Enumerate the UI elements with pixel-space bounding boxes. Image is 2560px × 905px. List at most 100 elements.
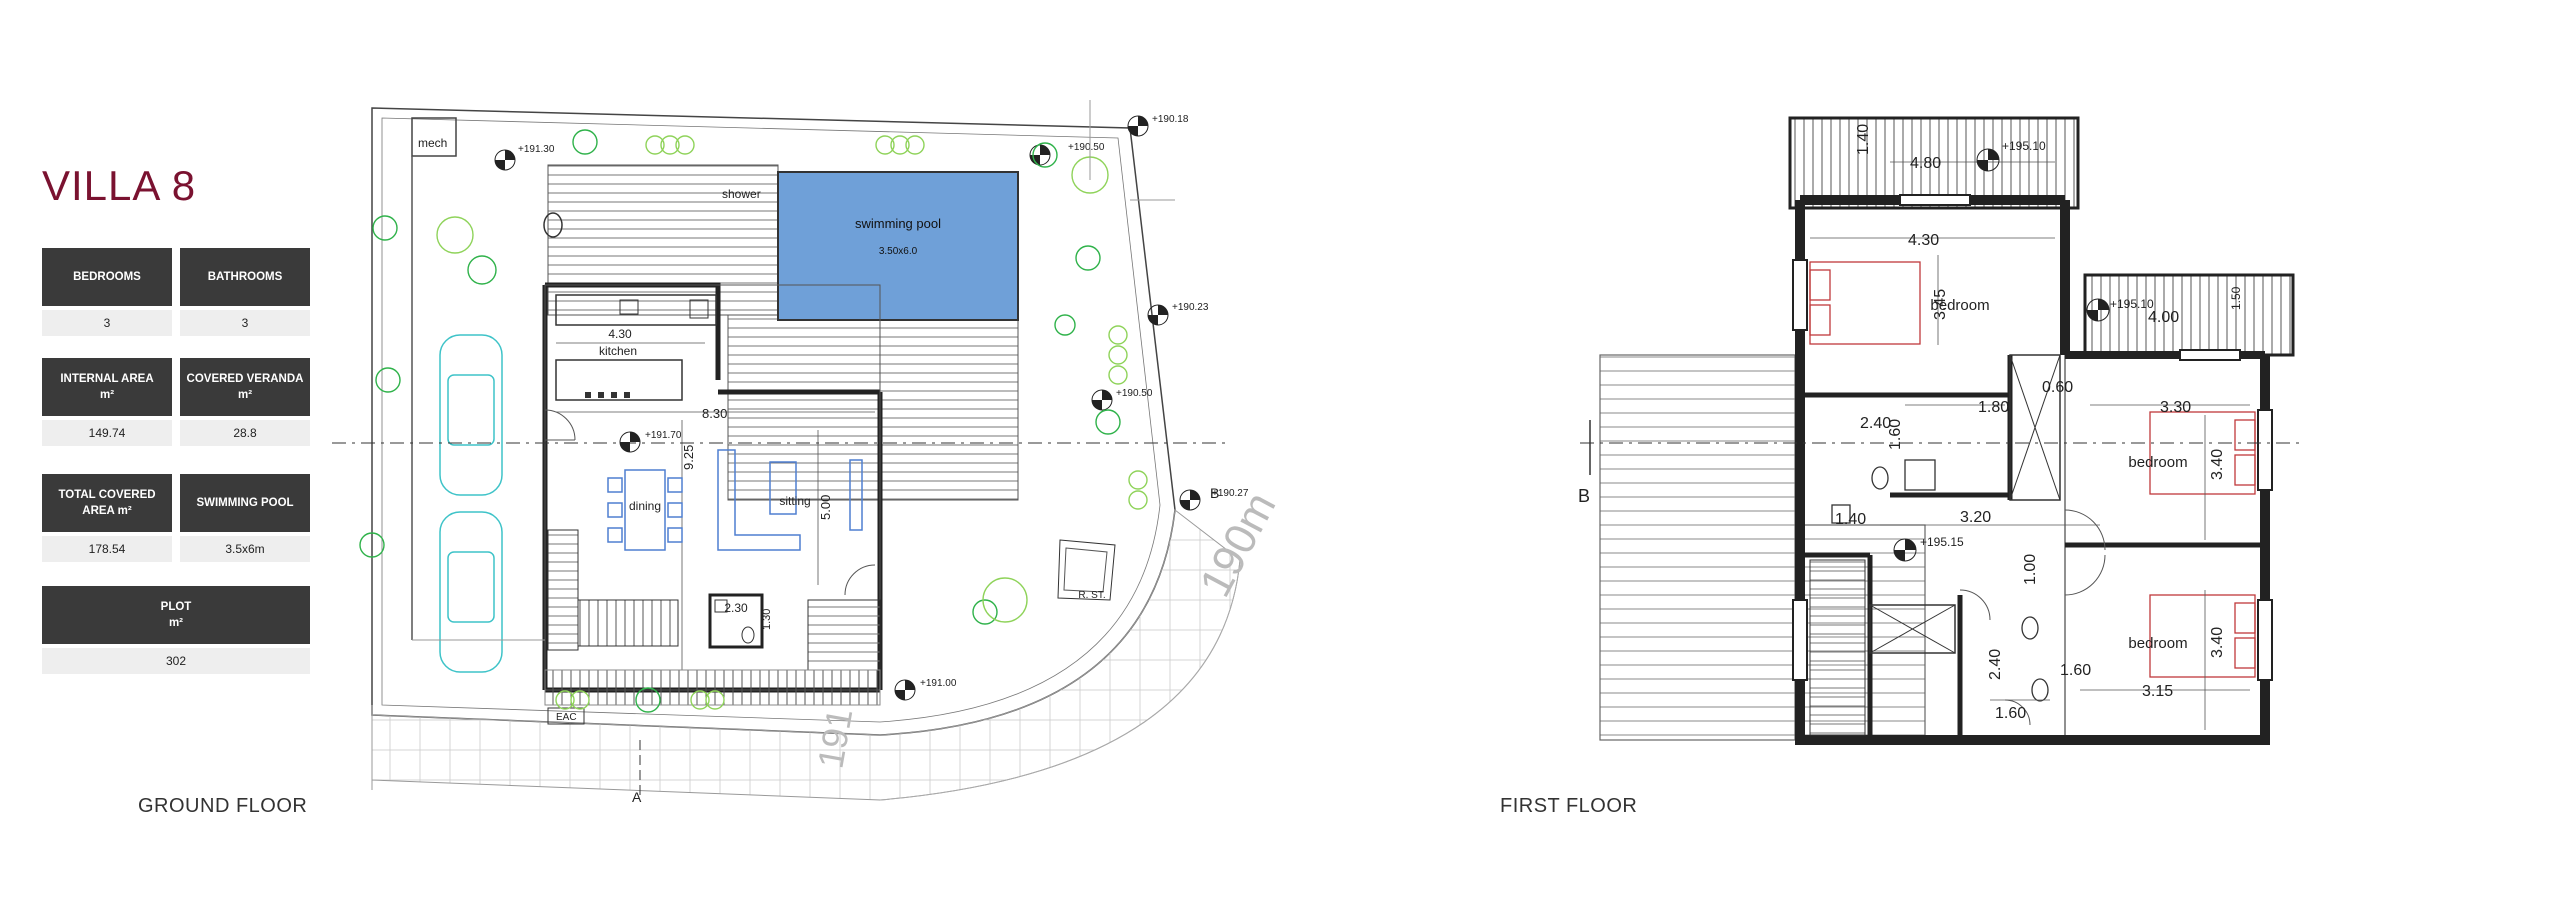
svg-text:+190.50: +190.50 [1068,142,1105,153]
spec-bedrooms-label: BEDROOMS [42,248,172,306]
ground-floor-caption: GROUND FLOOR [138,795,308,817]
spec-swimming-pool: SWIMMING POOL 3.5x6m [180,474,310,562]
spec-covered-veranda-label: COVERED VERANDA m² [180,358,310,416]
kitchen-island [555,359,683,401]
dim-11: 1.60 [1887,419,1904,450]
dim-9: 1.80 [1978,399,2009,416]
plants [359,129,1121,713]
cars [439,334,503,673]
sitting-depth-dim: 5.00 [818,495,833,520]
spec-bathrooms-value: 3 [180,310,310,336]
svg-text:+190.23: +190.23 [1172,302,1209,313]
veranda-roof [1599,354,1796,741]
first-stairs [1809,559,1866,736]
dim-17: 2.40 [1987,649,2004,680]
kitchen-label: kitchen [599,344,637,358]
pool-deck [547,164,779,316]
spec-swimming-pool-label: SWIMMING POOL [180,474,310,532]
dim-1: 1.40 [1855,124,1872,155]
level-markers: +191.30 +190.50 +190.18 +190.23 +190.50 … [494,114,1249,701]
section-b-label-first: B [1578,486,1590,506]
dim-7: 0.60 [2042,379,2073,396]
depth-dim: 9.25 [681,445,696,470]
dim-16: 3.40 [2209,627,2226,658]
spec-swimming-pool-value: 3.5x6m [180,536,310,562]
bedroom-1-label: bedroom [1930,297,1989,314]
ground-floor-plan: mech swimming pool 3.50x6.0 shower 4.30 … [332,100,1286,805]
svg-text:+191.00: +191.00 [920,678,957,689]
section-b-label-ground: B [1210,485,1219,501]
dining-furniture [607,469,683,551]
spec-bedrooms-value: 3 [42,310,172,336]
swimming-pool [777,171,1019,321]
eac-label: EAC [556,712,577,723]
shrubs [436,135,1148,710]
spec-covered-veranda-value: 28.8 [180,420,310,446]
dim-4: 3.45 [1932,289,1949,320]
section-a-label: A [632,789,642,805]
dim-15: 1.00 [2022,554,2039,585]
refuse-store [1057,539,1116,601]
svg-text:+195.10: +195.10 [2002,139,2046,153]
dim-13: 1.40 [1835,511,1866,528]
balcony-right [2083,273,2295,357]
dim-12: 3.40 [2209,449,2226,480]
ground-stairs [577,599,679,647]
ground-wc [708,593,764,649]
svg-text:+190.50: +190.50 [1116,388,1153,399]
dim-6: 4.00 [2148,309,2179,326]
first-floor-caption: FIRST FLOOR [1500,795,1638,817]
terrace-deck [727,314,1019,501]
dim-3: 4.30 [1908,232,1939,249]
spec-internal-area-value: 149.74 [42,420,172,446]
spec-bedrooms: BEDROOMS 3 [42,248,172,336]
mech-label: mech [418,136,447,150]
bedroom-3-label: bedroom [2128,635,2187,652]
spec-total-covered-label: TOTAL COVERED AREA m² [42,474,172,532]
kitchen-width-dim: 4.30 [608,327,632,341]
svg-text:+190.27: +190.27 [1212,488,1249,499]
first-level-markers: +195.10 +195.10 +195.15 [1893,139,2154,562]
bedroom-2-label: bedroom [2128,454,2187,471]
spec-total-covered: TOTAL COVERED AREA m² 178.54 [42,474,172,562]
first-floor-plan: bedroom bedroom bedroom 1.40 4. [1578,116,2300,745]
dim-18: 1.60 [2060,662,2091,679]
dim-2: 4.80 [1910,155,1941,172]
dining-label: dining [629,499,661,513]
beds [1809,261,2256,678]
spec-plot-value: 302 [42,648,310,674]
svg-text:+195.10: +195.10 [2110,297,2154,311]
wc-depth-dim: 1.30 [761,609,773,630]
spec-covered-veranda: COVERED VERANDA m² 28.8 [180,358,310,446]
dim-5: 1.50 [2229,286,2243,310]
dim-10: 3.30 [2160,399,2191,416]
dim-8: 2.40 [1860,415,1891,432]
dim-20: 3.15 [2142,683,2173,700]
svg-text:+191.70: +191.70 [645,430,682,441]
pool-size-label: 3.50x6.0 [879,246,918,257]
balcony-top [1788,116,2080,210]
wc-width-dim: 2.30 [724,601,748,615]
svg-text:+195.15: +195.15 [1920,535,1964,549]
page-title: VILLA 8 [42,162,197,209]
spec-total-covered-value: 178.54 [42,536,172,562]
rst-label: R. ST. [1078,590,1105,601]
exterior-steps [807,599,881,671]
hall-width-dim: 8.30 [702,406,727,421]
kitchen-counter [555,294,717,326]
dim-14: 3.20 [1960,509,1991,526]
svg-text:+190.18: +190.18 [1152,114,1189,125]
svg-text:+191.30: +191.30 [518,144,555,155]
shower-label: shower [722,187,761,201]
mech-room [411,117,457,157]
sitting-furniture [717,449,863,551]
pool-label: swimming pool [855,216,941,231]
spec-bathrooms-label: BATHROOMS [180,248,310,306]
eac-box [547,707,585,725]
dim-19: 1.60 [1995,705,2026,722]
